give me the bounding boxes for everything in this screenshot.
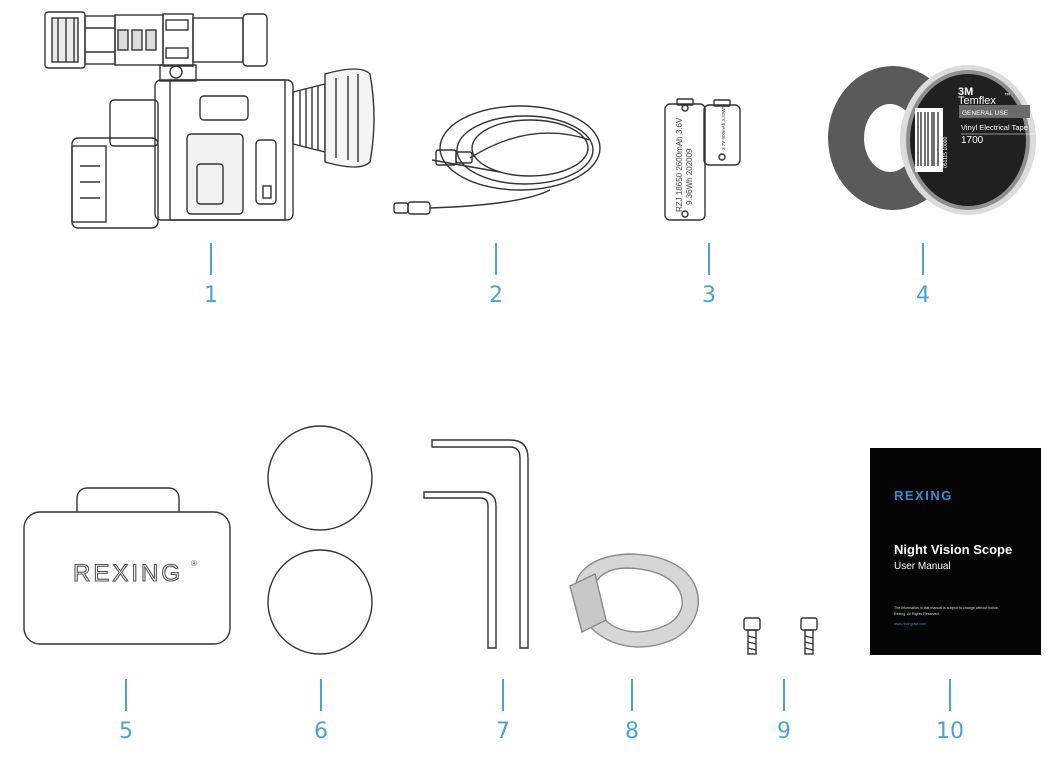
usb-cable-icon	[393, 105, 601, 215]
case-brand-logo: REXING	[73, 560, 183, 587]
tape-tm: ™	[1004, 92, 1010, 99]
callout-9: 9	[777, 719, 791, 744]
callout-1: 1	[204, 283, 218, 308]
leader-line-5	[125, 679, 127, 711]
callout-8: 8	[625, 719, 639, 744]
callout-2: 2	[489, 283, 503, 308]
leader-line-2	[495, 243, 497, 275]
night-vision-scope-icon	[44, 11, 375, 229]
manual-url: www.rexingusa.com	[894, 622, 926, 626]
battery-large-label-2: 9.36Wh 202009	[685, 148, 694, 205]
leader-line-3	[708, 243, 710, 275]
tape-name: Temflex	[958, 95, 996, 107]
allen-keys-icon	[423, 439, 529, 649]
lens-cloth-1-icon	[267, 425, 373, 531]
electrical-tape-icon	[828, 65, 1036, 215]
batteries-icon	[664, 98, 741, 221]
tape-brand: 3M	[958, 86, 973, 98]
velcro-strap-icon	[569, 553, 699, 648]
callout-5: 5	[119, 719, 133, 744]
callout-4: 4	[916, 283, 930, 308]
user-manual: REXING Night Vision Scope User Manual Th…	[870, 448, 1041, 655]
tape-band: GENERAL USE	[962, 110, 1009, 117]
callout-7: 7	[496, 719, 510, 744]
leader-line-4	[922, 243, 924, 275]
tape-barcode-number: 051115 10000	[943, 137, 949, 168]
carrying-case-icon	[23, 487, 231, 645]
manual-title: Night Vision Scope	[894, 542, 1013, 557]
leader-line-6	[320, 679, 322, 711]
leader-line-9	[783, 679, 785, 711]
battery-large-label-1: RZJ 18650 2600mAh 3.6V	[675, 117, 684, 212]
manual-brand-logo: REXING	[894, 488, 953, 503]
tape-number: 1700	[961, 135, 984, 146]
leader-line-7	[502, 679, 504, 711]
callout-10: 10	[936, 719, 964, 744]
case-brand-reg: ®	[191, 559, 197, 568]
manual-subtitle: User Manual	[894, 561, 951, 572]
screws-icon	[743, 617, 818, 655]
callout-3: 3	[702, 283, 716, 308]
manual-rights: Rexing. All Rights Reserved.	[894, 612, 940, 616]
leader-line-10	[949, 679, 951, 711]
callout-6: 6	[314, 719, 328, 744]
lens-cloth-2-icon	[267, 549, 373, 655]
leader-line-1	[210, 243, 212, 275]
manual-notice: The information in this manual is subjec…	[894, 606, 999, 610]
leader-line-8	[631, 679, 633, 711]
battery-small-label: 3.7V 900mAh 3.33Wh	[721, 105, 726, 150]
tape-product: Vinyl Electrical Tape	[961, 123, 1028, 132]
